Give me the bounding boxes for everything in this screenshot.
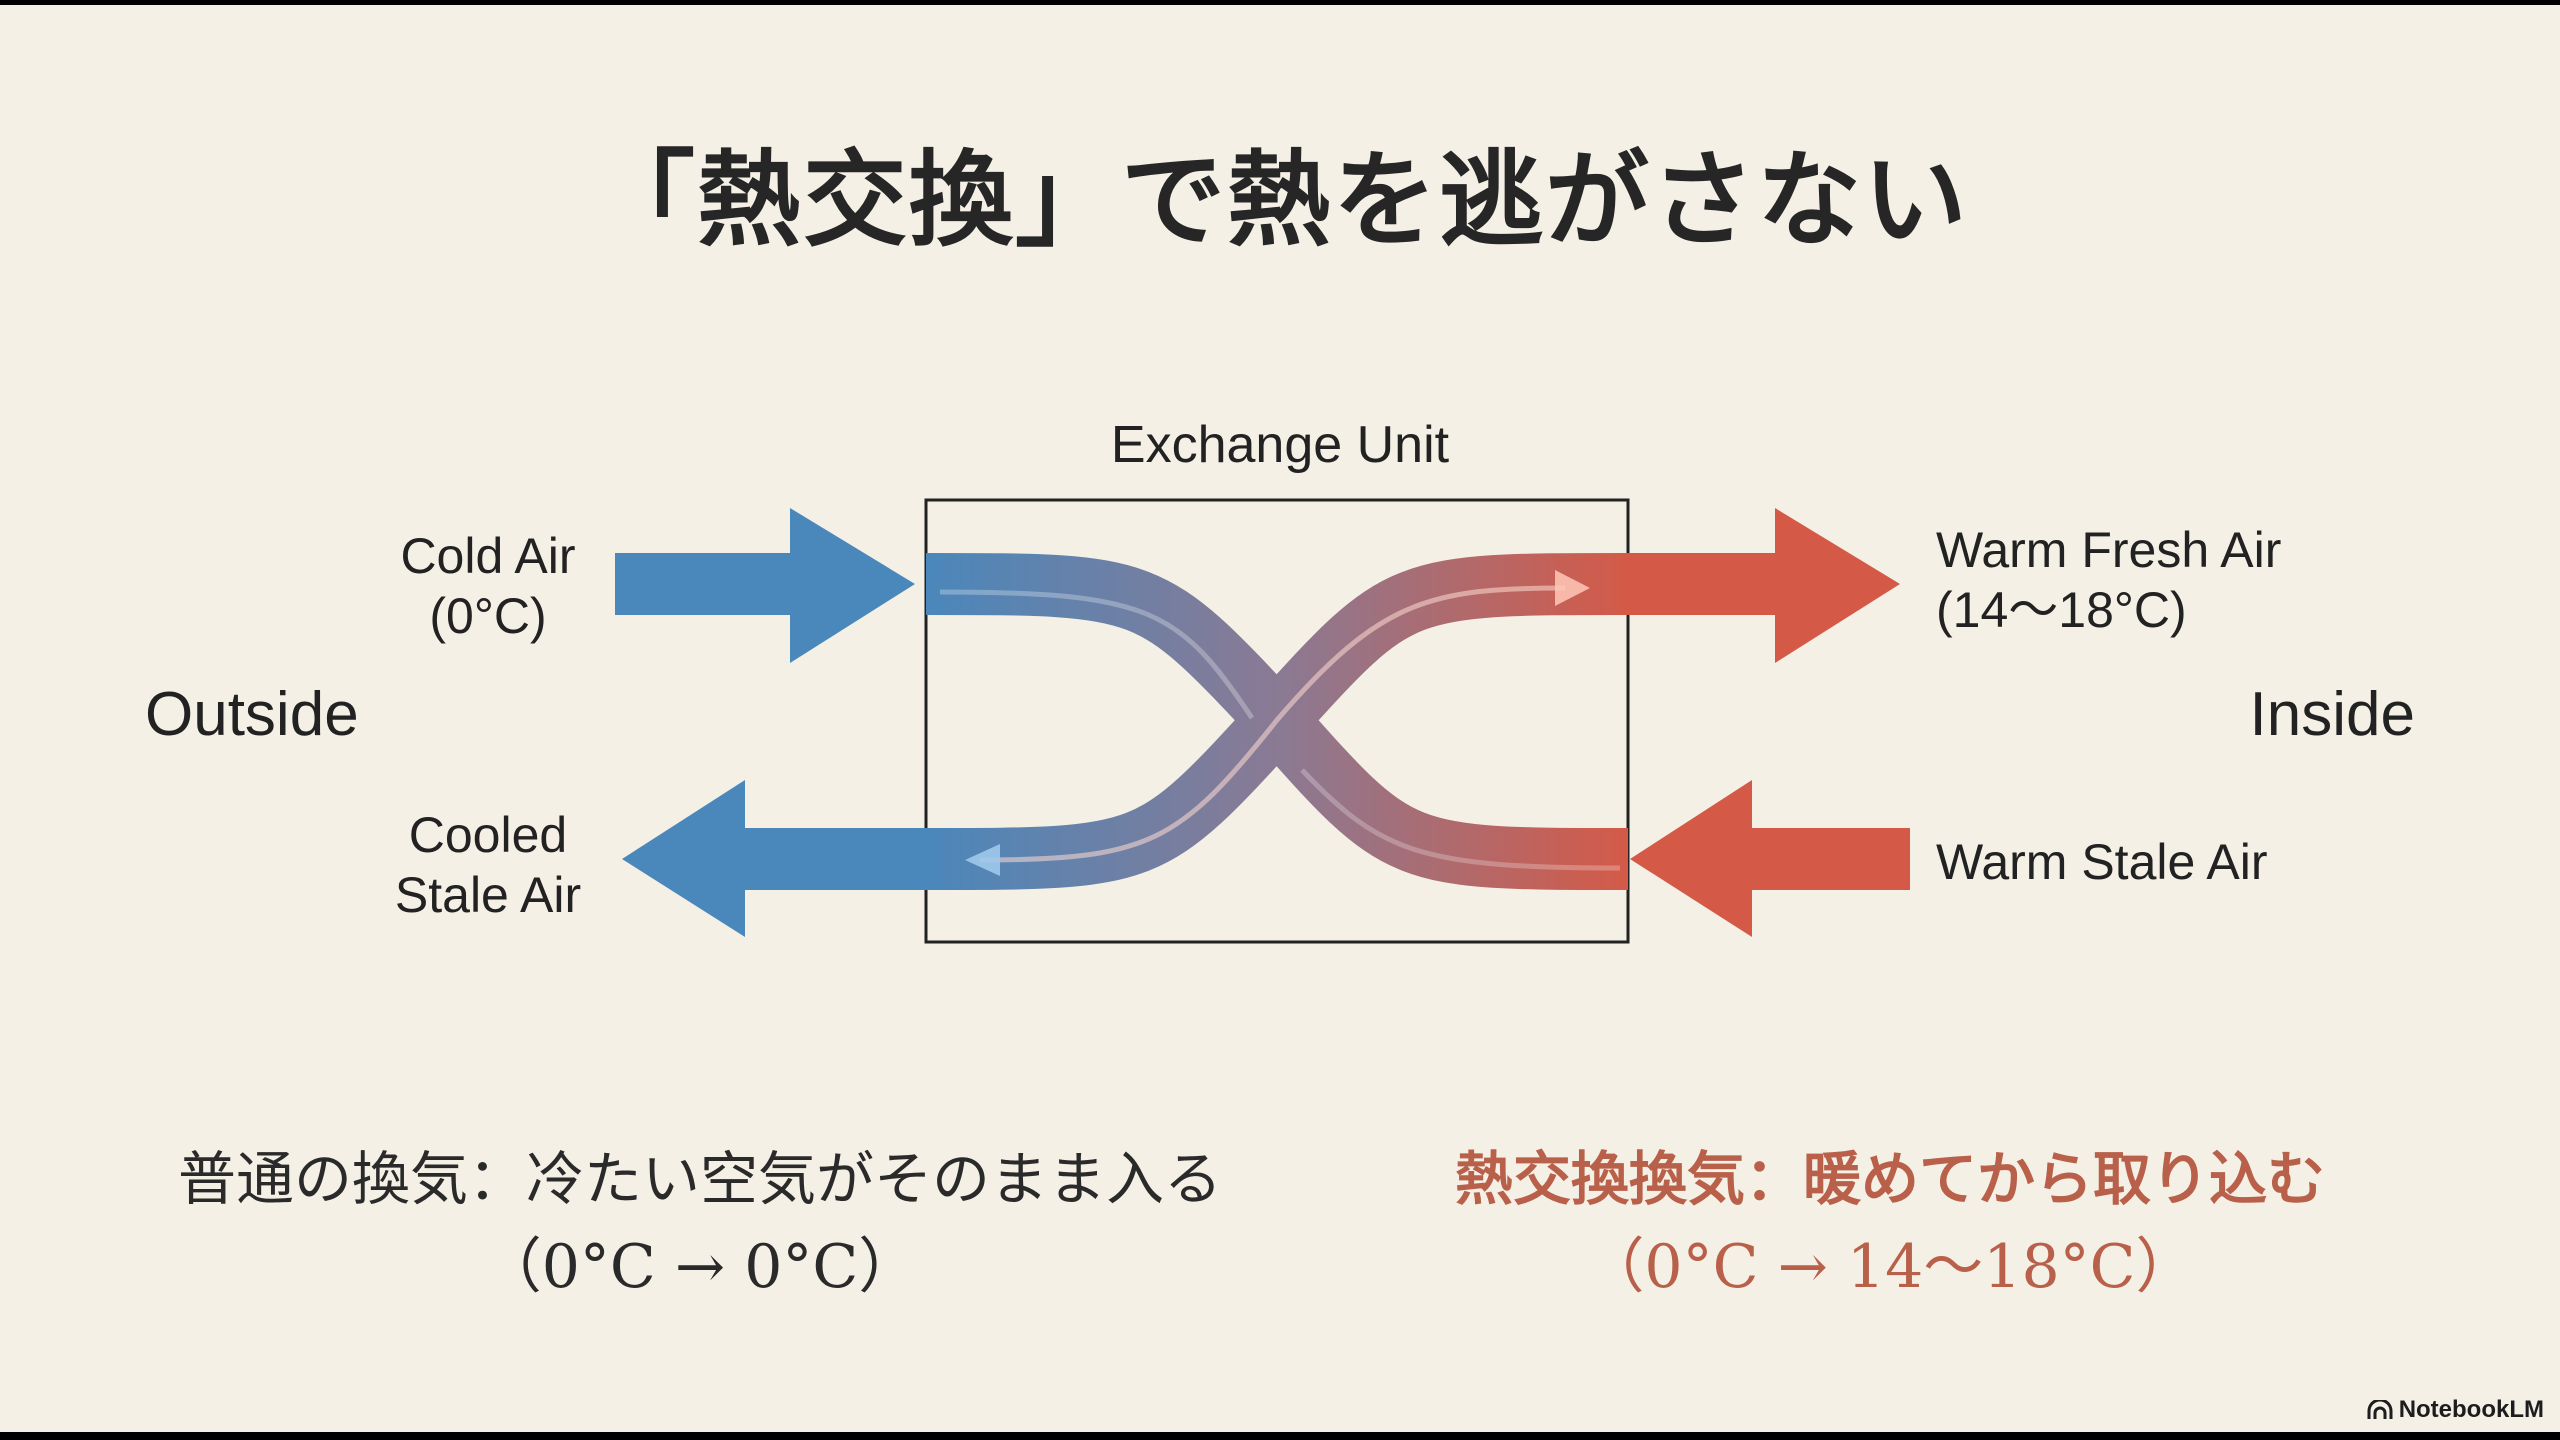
cold-air-arrow [615, 508, 915, 663]
warm-stale-air-label: Warm Stale Air [1936, 834, 2268, 890]
warm-stale-air-arrow [1630, 780, 1910, 937]
heat-exchange-detail: （0°C → 14〜18°C） [1584, 1232, 2196, 1302]
normal-ventilation-heading: 普通の換気：冷たい空気がそのまま入る [177, 1145, 1222, 1213]
exchange-unit-box [924, 498, 1630, 944]
outside-label: Outside [145, 680, 359, 749]
cooled-stale-air-arrow [622, 780, 926, 937]
inner-flow-line-lower [1300, 768, 1621, 871]
inner-arrowhead-cool [965, 844, 1000, 876]
warm-fresh-air-label-line2: (14〜18°C) [1936, 582, 2187, 638]
cold-air-label: Cold Air (0°C) [338, 526, 638, 646]
warm-fresh-air-label: Warm Fresh Air (14〜18°C) [1936, 520, 2281, 640]
normal-ventilation-detail: （0°C → 0°C） [481, 1232, 919, 1302]
slide: 「熱交換」で熱を逃がさない Exchange Unit Cold [0, 5, 2560, 1432]
brand-name: NotebookLM [2398, 1396, 2544, 1423]
inner-flow-line-upper [939, 589, 1255, 720]
heat-exchange-heading: 熱交換換気：暖めてから取り込む [1454, 1145, 2325, 1213]
heat-exchange-ventilation-text: 熱交換換気：暖めてから取り込む （0°C → 14〜18°C） [1390, 1135, 2390, 1311]
cold-air-label-line2: (0°C) [429, 588, 547, 644]
inside-label: Inside [2249, 680, 2415, 749]
cooled-stale-air-label: Cooled Stale Air [338, 805, 638, 925]
warm-fresh-air-arrow [1628, 508, 1900, 663]
exchange-unit-label: Exchange Unit [1110, 416, 1450, 474]
cooled-stale-air-label-line2: Stale Air [394, 867, 582, 923]
inner-flow-arrow-warm [979, 585, 1566, 863]
notebooklm-brand: NotebookLM [2367, 1396, 2544, 1424]
inner-arrowhead-warm [1555, 570, 1590, 606]
normal-ventilation-text: 普通の換気：冷たい空気がそのまま入る （0°C → 0°C） [120, 1135, 1280, 1311]
notebooklm-logo-icon [2367, 1400, 2393, 1419]
warm-fresh-air-label-line1: Warm Fresh Air [1936, 522, 2282, 578]
cold-air-label-line1: Cold Air [400, 528, 576, 584]
cooled-stale-air-label-line1: Cooled [408, 807, 568, 863]
slide-title: 「熱交換」で熱を逃がさない [590, 139, 1969, 261]
